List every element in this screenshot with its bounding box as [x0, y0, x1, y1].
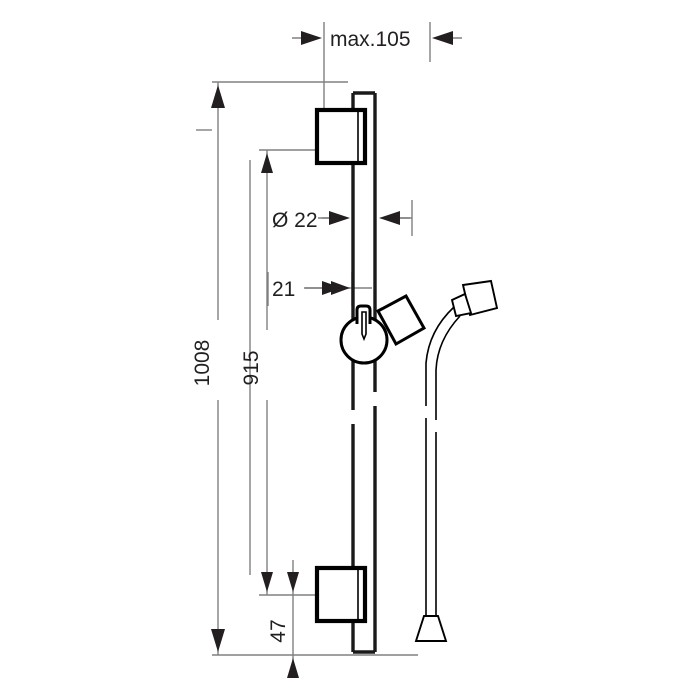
arrowhead-dia22-right: [379, 211, 400, 225]
arrowhead-47-bottom: [287, 658, 299, 678]
slider-holder-pin-tip: [361, 311, 367, 342]
slider-holder-arm: [375, 293, 427, 347]
shower-hose: [414, 306, 461, 642]
hose-connection-nut: [450, 292, 473, 318]
label-lower-offset: 47: [267, 619, 290, 642]
lower-bracket-body: [314, 565, 368, 624]
upper-bracket-body: [314, 107, 368, 166]
label-overall-height: 1008: [191, 340, 214, 387]
hose-inner-upper: [435, 315, 461, 420]
hose-outer-upper: [425, 306, 455, 406]
lower-wall-bracket: [314, 565, 368, 624]
hand-shower: [450, 279, 499, 318]
label-max-105: max.105: [330, 28, 411, 51]
arrowhead-dia22-left: [329, 211, 350, 225]
arrowhead-max105-left: [301, 31, 322, 45]
upper-wall-bracket: [314, 107, 368, 166]
label-bracket-span: 915: [240, 350, 263, 385]
arrowhead-47-top: [287, 572, 299, 592]
hose-cone-end: [414, 615, 448, 642]
arrowhead-1008-bottom: [211, 629, 225, 652]
arrowhead-915-bottom: [261, 572, 273, 592]
arrowhead-21-right: [331, 281, 350, 295]
arrowhead-915-top: [261, 153, 273, 173]
label-bar-diameter: Ø 22: [272, 209, 318, 232]
slider-holder-pin: [355, 304, 372, 324]
arrowhead-max105-right: [432, 31, 453, 45]
arrowhead-1008-top: [211, 85, 225, 108]
label-wall-offset: 21: [272, 278, 295, 301]
dimension-labels: max.105 Ø 22 21 1008 915 47: [191, 28, 411, 643]
slider-holder: [339, 293, 427, 365]
dimension-arrowheads: [211, 31, 453, 678]
